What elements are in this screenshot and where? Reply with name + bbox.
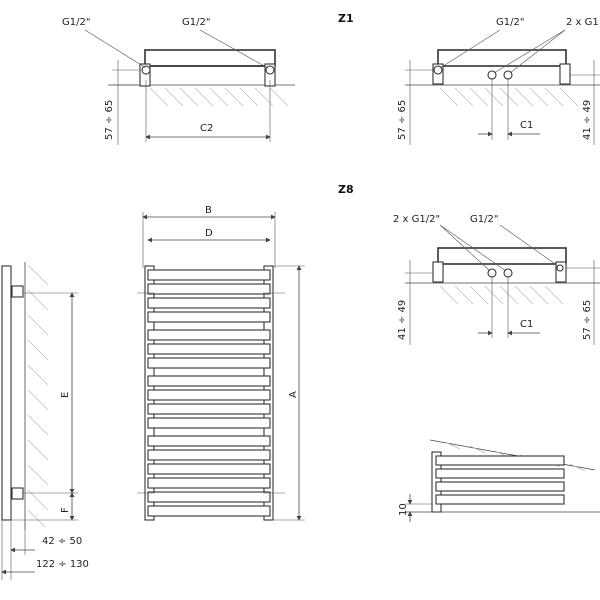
radiator-top-outline-z1: [437, 49, 567, 67]
bottom-detail-view: 10: [398, 439, 600, 522]
section-label-z1: Z1: [338, 12, 354, 25]
right-connector-z8: [556, 264, 564, 272]
top-left-connection-view: G1/2" G1/2" 57 ÷ 65 C2: [62, 17, 295, 145]
depth-dim-1: 42 ÷ 50: [42, 536, 82, 547]
wall-hatch-side: [24, 262, 49, 530]
radiator-top-outline: [144, 49, 276, 67]
left-foot-z8: [432, 261, 444, 283]
z8-connection-view: Z8 2 x G1/2" G1/2" 41 ÷ 49 57 ÷ 65: [338, 183, 600, 345]
connector-label-right-z1: 2 x G1: [566, 17, 599, 28]
dim-f-label: F: [60, 507, 71, 513]
width-dim-c1-z8: C1: [520, 319, 533, 330]
radiator-top-outline-z8: [437, 247, 567, 265]
floor-hatch-z1: [405, 84, 600, 107]
z1-connection-view: Z1 G1/2" 2 x G1 57 ÷ 65 41 ÷: [338, 12, 600, 145]
depth-dim-2: 122 ÷ 130: [36, 559, 89, 570]
detail-height-dim: 10: [398, 503, 409, 516]
section-label-z8: Z8: [338, 183, 354, 196]
side-view: E F 42 ÷ 50 122 ÷ 130: [1, 262, 89, 580]
dim-d-label: D: [205, 228, 213, 239]
front-bars: [147, 269, 271, 517]
dim-b-label: B: [205, 205, 212, 216]
front-view: B D A: [137, 205, 305, 521]
height-dim-top-left: 57 ÷ 65: [104, 100, 115, 140]
right-foot-z1: [559, 63, 571, 85]
height-right-z1: 41 ÷ 49: [582, 100, 593, 140]
connector-label-left-z8: 2 x G1/2": [393, 214, 440, 225]
height-left-z8: 41 ÷ 49: [397, 300, 408, 340]
connector-label-right-z8: G1/2": [470, 214, 498, 225]
height-right-z8: 57 ÷ 65: [582, 300, 593, 340]
width-dim-c1-z1: C1: [520, 120, 533, 131]
side-rail: [1, 265, 12, 521]
dim-a-label: A: [288, 391, 299, 398]
side-bracket-bottom: [11, 487, 24, 500]
floor-hatch-z8: [405, 282, 600, 305]
connector-label-left-z1: G1/2": [496, 17, 524, 28]
left-valve-body: [139, 63, 151, 87]
width-dim-c2: C2: [200, 123, 213, 134]
right-connector-circle: [265, 65, 275, 75]
connector-label-right: G1/2": [182, 17, 210, 28]
detail-bars: [435, 455, 565, 505]
floor-hatch-top-left: [108, 84, 295, 107]
side-bracket-top: [11, 285, 24, 298]
height-left-z1: 57 ÷ 65: [397, 100, 408, 140]
dim-e-label: E: [60, 392, 71, 398]
left-connector-circle: [141, 65, 151, 75]
connector-label-left: G1/2": [62, 17, 90, 28]
right-foot-z8: [555, 261, 567, 283]
